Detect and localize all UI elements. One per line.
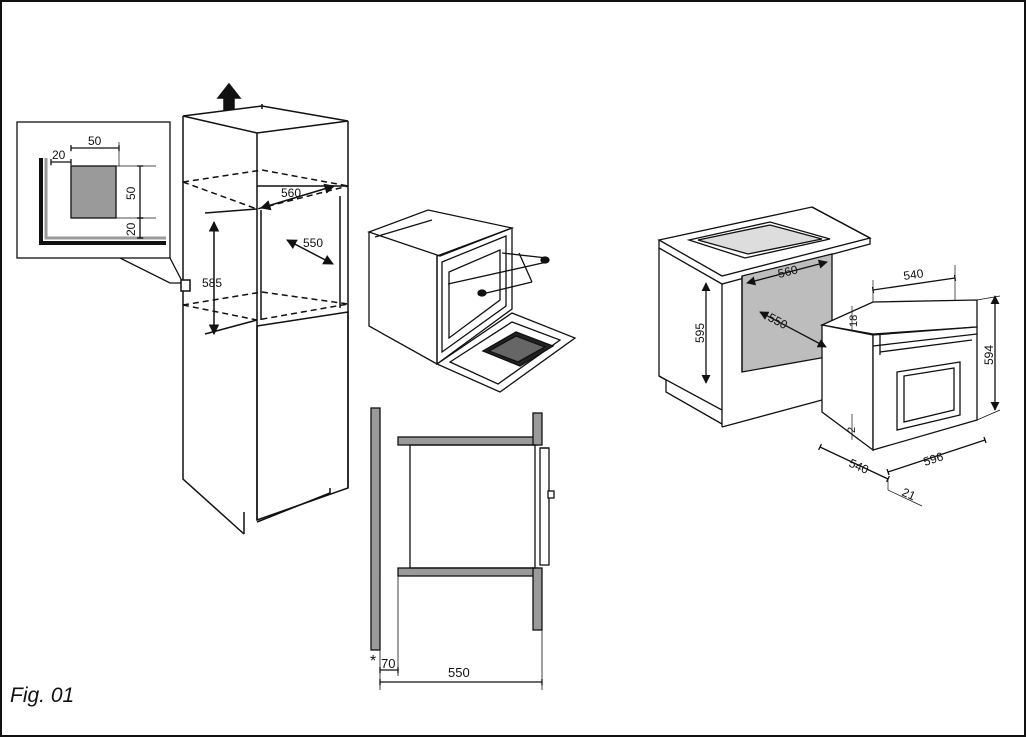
inset-dim-width: 50: [88, 134, 102, 148]
section-note-mark: *: [370, 653, 376, 670]
uc-dim-opening-width: 560: [776, 262, 799, 281]
inset-dim-bottom: 20: [124, 222, 138, 236]
uc-dim-front-offset: 21: [900, 485, 918, 503]
uc-dim-bottom-gap: 2: [846, 427, 858, 433]
uc-dim-oven-depth-bottom: 540: [847, 456, 871, 477]
vent-square: [70, 165, 117, 219]
uc-dim-cabinet-height: 595: [693, 323, 707, 343]
section-view: [370, 407, 555, 690]
cabinet-dim-height: 585: [202, 276, 222, 290]
cabinet-dim-width: 560: [281, 186, 301, 200]
cabinet-dim-depth: 550: [303, 236, 323, 250]
inset-dim-height: 50: [124, 186, 138, 200]
under-counter-install: [657, 206, 1001, 507]
section-dim-gap: 70: [381, 656, 395, 671]
oven-open-door: [367, 209, 577, 393]
figure-caption: Fig. 01: [10, 684, 75, 707]
detail-inset: [16, 121, 184, 284]
uc-dim-oven-height: 594: [982, 345, 996, 365]
inset-dim-left: 20: [52, 148, 66, 162]
tall-cabinet: [180, 82, 349, 535]
arrow-up-icon: [216, 82, 242, 114]
uc-dim-top-gap: 18: [848, 315, 860, 327]
uc-dim-oven-width: 596: [922, 449, 946, 469]
section-dim-depth: 550: [448, 665, 470, 680]
uc-dim-oven-depth-top: 540: [902, 266, 924, 283]
